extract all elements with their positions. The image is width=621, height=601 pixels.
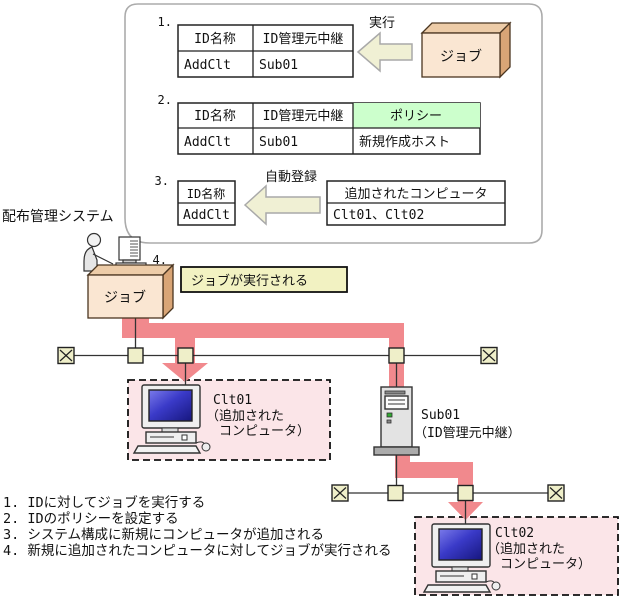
job-box-main	[86, 263, 175, 320]
step3-number: 3.	[155, 174, 169, 188]
step2-table: ID名称 ID管理元中継 ポリシー AddClt Sub01 新規作成ホスト	[177, 102, 481, 155]
network-terminator-icon	[547, 484, 565, 502]
step3-cell-id-name: AddClt	[183, 208, 230, 223]
sub01-desc: （ID管理元中継）	[414, 426, 521, 441]
auto-register-block-arrow	[243, 184, 321, 226]
legend-line-2: 2. IDのポリシーを設定する	[3, 511, 179, 527]
policy-highlight-cell	[353, 103, 480, 128]
step1-col-id-name: ID名称	[194, 31, 236, 47]
step1-col-id-relay: ID管理元中継	[263, 32, 344, 47]
network-node	[388, 347, 405, 364]
step3-id-table: ID名称 AddClt	[177, 180, 236, 226]
network-terminator-icon	[480, 346, 498, 365]
job-box-main-label: ジョブ	[104, 289, 146, 306]
legend-line-4: 4. 新規に追加されたコンピュータに対してジョブが実行される	[3, 542, 391, 559]
step1-number: 1.	[158, 15, 172, 29]
exec-block-arrow	[356, 31, 413, 73]
flow-arrow-clt02	[395, 450, 483, 520]
network-node	[177, 347, 194, 364]
step2-col-policy: ポリシー	[390, 109, 442, 124]
network-terminator-icon	[57, 346, 75, 365]
network-node	[457, 484, 474, 502]
clt01-computer-icon	[132, 384, 211, 454]
clt02-desc-line1: （追加された	[487, 541, 565, 557]
step1-cell-id-relay: Sub01	[259, 58, 298, 73]
step4-number: 4.	[153, 253, 167, 267]
network-terminator-icon	[331, 484, 349, 502]
added-computers-header: 追加されたコンピュータ	[344, 186, 487, 202]
step1-table: ID名称 ID管理元中継 AddClt Sub01	[177, 24, 354, 78]
step1-cell-id-name: AddClt	[184, 58, 231, 73]
added-computers-table: 追加されたコンピュータ Clt01、Clt02	[326, 180, 506, 226]
distribution-system-label: 配布管理システム	[2, 209, 114, 225]
network-node	[387, 484, 404, 502]
flow-band-main	[122, 318, 404, 388]
exec-arrow-label: 実行	[369, 15, 395, 31]
clt01-desc-line1: （追加された	[206, 408, 284, 424]
legend-line-1: 1. IDに対してジョブを実行する	[3, 494, 205, 511]
step2-cell-id-name: AddClt	[184, 135, 231, 150]
clt02-desc-line2: コンピュータ）	[500, 557, 591, 572]
step2-number: 2.	[158, 93, 172, 107]
clt01-desc-line2: コンピュータ）	[219, 424, 310, 439]
job-box-top-label: ジョブ	[440, 48, 482, 65]
step3-col-id-name: ID名称	[187, 186, 225, 201]
clt02-name: Clt02	[495, 526, 534, 541]
added-computers-row: Clt01、Clt02	[333, 208, 424, 223]
sub01-name: Sub01	[421, 408, 460, 423]
job-executed-note-label: ジョブが実行される	[191, 273, 308, 289]
job-executed-note-box	[180, 266, 348, 293]
legend-line-3: 3. システム構成に新規にコンピュータが追加される	[3, 527, 324, 543]
clt01-name: Clt01	[213, 393, 252, 408]
step2-cell-policy: 新規作成ホスト	[359, 134, 450, 150]
network-node	[127, 347, 144, 364]
step2-col-id-name: ID名称	[194, 108, 236, 124]
sub01-server-icon	[373, 386, 420, 456]
auto-register-label: 自動登録	[265, 170, 317, 185]
job-box-top	[420, 21, 512, 79]
clt02-computer-icon	[422, 523, 501, 593]
step2-cell-id-relay: Sub01	[259, 135, 298, 150]
step2-col-id-relay: ID管理元中継	[263, 109, 344, 124]
legend: 1. IDに対してジョブを実行する 2. IDのポリシーを設定する 3. システ…	[3, 494, 391, 559]
